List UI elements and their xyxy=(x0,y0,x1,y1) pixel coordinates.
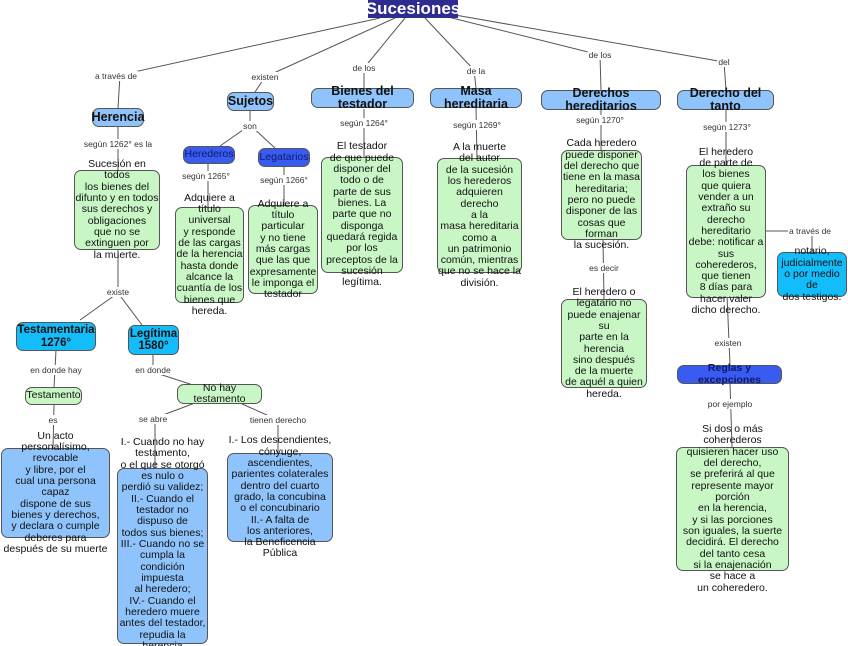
link-label-de-los: de los xyxy=(351,63,377,73)
link-label-es: es xyxy=(47,415,59,425)
link-label-existe: existe xyxy=(105,287,131,297)
link-label-segun-1273: según 1273° xyxy=(702,122,752,132)
node-testamento[interactable]: Testamento xyxy=(25,387,82,405)
node-tanto-definicion[interactable]: El heredero de parte de los bienes que q… xyxy=(686,146,766,316)
node-herederos[interactable]: Herederos xyxy=(183,146,235,164)
node-derechos-enajenacion[interactable]: El heredero o legatario no puede enajena… xyxy=(561,286,647,399)
link-label-en-donde-hay: en donde hay xyxy=(29,365,83,375)
central-topic: Sucesiones xyxy=(365,0,461,18)
link-label-del: del xyxy=(717,57,731,67)
node-ejemplo[interactable]: Si dos o más coherederos quisieren hacer… xyxy=(676,423,789,593)
link-label-a-traves-de-2: a través de xyxy=(787,226,833,236)
link-label-son: son xyxy=(242,121,258,131)
node-derecho-del-tanto[interactable]: Derecho del tanto xyxy=(677,86,774,113)
node-sujetos[interactable]: Sujetos xyxy=(227,92,274,111)
node-legatarios-definicion[interactable]: Adquiere a título particular y no tiene … xyxy=(248,197,318,301)
link-label-tienen-derecho: tienen derecho xyxy=(248,415,308,425)
node-se-abre-casos[interactable]: I.- Cuando no hay testamento, o el que s… xyxy=(117,436,208,646)
node-tienen-derecho-lista[interactable]: I.- Los descendientes, cónyuge, ascendie… xyxy=(227,434,333,560)
link-label-de-los-2: de los xyxy=(587,50,613,60)
link-label-de-la: de la xyxy=(465,66,487,76)
node-testamento-definicion[interactable]: Un acto personalísimo, revocable y libre… xyxy=(1,430,110,555)
link-label-existen: existen xyxy=(250,72,280,82)
link-label-se-abre: se abre xyxy=(137,414,169,424)
node-notario[interactable]: notario, judicialmente o por medio de do… xyxy=(777,246,847,302)
link-label-segun-1269: según 1269° xyxy=(452,120,502,130)
node-herencia-definicion[interactable]: Sucesión en todos los bienes del difunto… xyxy=(74,158,160,261)
node-masa-hereditaria[interactable]: Masa hereditaria xyxy=(430,84,522,111)
node-masa-definicion[interactable]: A la muerte del autor de la sucesión los… xyxy=(437,140,522,289)
link-label-a-traves-de: a través de xyxy=(93,71,139,81)
node-herederos-definicion[interactable]: Adquiere a título universal y responde d… xyxy=(175,191,244,317)
node-legatarios[interactable]: Legatarios xyxy=(258,148,310,167)
link-label-segun-1266: según 1266° xyxy=(259,175,309,185)
link-label-segun-1270: según 1270° xyxy=(575,115,625,125)
node-bienes-definicion[interactable]: El testador de que puede disponer del to… xyxy=(321,141,403,288)
link-label-por-ejemplo: por ejemplo xyxy=(706,399,754,409)
node-herencia[interactable]: Herencia xyxy=(92,108,144,127)
link-label-segun-1262: según 1262° es la xyxy=(82,139,154,149)
node-reglas-excepciones[interactable]: Reglas y excepciones xyxy=(677,363,782,385)
node-no-hay-testamento[interactable]: No hay testamento xyxy=(177,382,262,405)
link-label-segun-1265: según 1265° xyxy=(181,171,231,181)
link-label-segun-1264: según 1264° xyxy=(339,118,389,128)
node-bienes-testador[interactable]: Bienes del testador xyxy=(311,84,414,111)
node-derechos-hereditarios[interactable]: Derechos hereditarios xyxy=(541,86,661,113)
link-label-existen-2: existen xyxy=(713,338,743,348)
node-testamentaria[interactable]: Testamentaria 1276° xyxy=(16,322,96,351)
node-legitima[interactable]: Legítima 1580° xyxy=(128,325,179,355)
link-label-en-donde: en donde xyxy=(134,365,172,375)
node-derechos-definicion[interactable]: Cada heredero puede disponer del derecho… xyxy=(561,137,642,252)
link-label-es-decir: es decir xyxy=(588,263,620,273)
